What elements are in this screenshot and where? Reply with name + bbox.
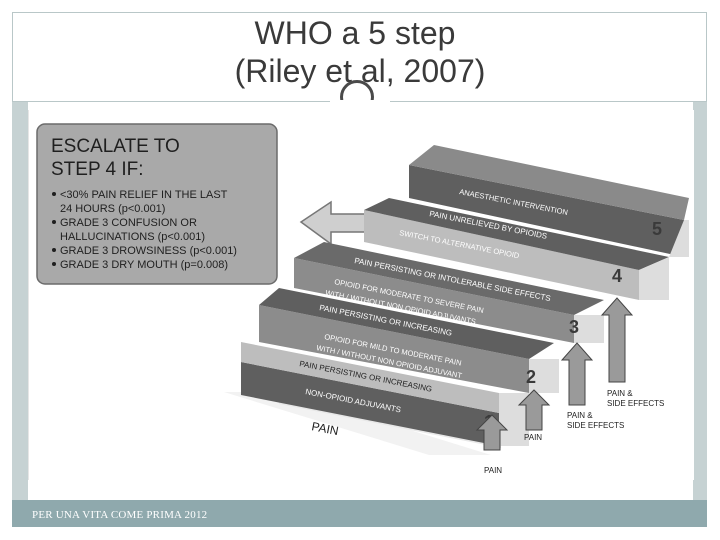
- step2-tread: [259, 288, 554, 359]
- step3-riser: [294, 258, 574, 343]
- step4-riser: [364, 210, 639, 300]
- step1-riser: [241, 362, 499, 446]
- bullet-dot: [52, 262, 56, 266]
- arrow-4-label-1: PAIN &: [607, 389, 633, 398]
- step4-side: [639, 257, 669, 300]
- arrow-2-label: PAIN: [524, 433, 542, 442]
- step-number-5: 5: [652, 219, 662, 239]
- step-number-4: 4: [612, 266, 622, 286]
- step-number-3: 3: [569, 317, 579, 337]
- escalate-bullet-1-cont: 24 HOURS (p<0.001): [60, 203, 165, 215]
- up-arrow-1-icon: [475, 414, 509, 451]
- step-number-2: 2: [526, 367, 536, 387]
- footer-text: PER UNA VITA COME PRIMA 2012: [32, 509, 208, 521]
- footer-bar: [12, 500, 707, 527]
- step5-riser: [409, 165, 684, 257]
- step3-side: [574, 315, 604, 343]
- escalate-bullet-2-cont: HALLUCINATIONS (p<0.001): [60, 231, 205, 243]
- base-label: PAIN: [310, 419, 339, 438]
- arrow-3-label-2: SIDE EFFECTS: [567, 421, 624, 430]
- step1-side: [499, 393, 529, 446]
- ladder-svg: ESCALATE TO STEP 4 IF: <30% PAIN RELIEF …: [36, 123, 689, 475]
- bullet-dot: [52, 192, 56, 196]
- base-floor: [224, 392, 491, 455]
- escalate-box-bg: [36, 123, 278, 285]
- step4-tread: [364, 198, 669, 270]
- arrow-3-label-1: PAIN &: [567, 411, 593, 420]
- right-band: [693, 102, 707, 500]
- escalate-arrow-icon: [299, 200, 370, 246]
- arrow-1-label: PAIN: [484, 466, 502, 475]
- bullet-dot: [52, 220, 56, 224]
- title-line-1: WHO a 5 step: [254, 15, 456, 51]
- step5-tread: [409, 145, 689, 220]
- arrow-4-label-2: SIDE EFFECTS: [607, 399, 664, 408]
- up-arrow-3-icon: [560, 342, 594, 406]
- step2-side: [529, 359, 559, 393]
- up-arrow-4-icon: [600, 297, 634, 383]
- staircase: PAIN NON-OPIOID ADJUVANTS PAIN PERSISTIN…: [224, 145, 689, 455]
- up-arrows: PAIN PAIN PAIN & SIDE EFFECTS PAIN & SID…: [475, 297, 664, 475]
- step2-riser: [259, 305, 529, 393]
- step1-tread: [241, 342, 499, 413]
- bullet-dot: [52, 248, 56, 252]
- who-ladder-figure: ESCALATE TO STEP 4 IF: <30% PAIN RELIEF …: [28, 110, 694, 480]
- escalate-heading-2: STEP 4 IF:: [51, 159, 144, 180]
- escalate-bullet-1: <30% PAIN RELIEF IN THE LAST: [60, 189, 228, 201]
- step5-side: [669, 220, 689, 257]
- slide-title: WHO a 5 step (Riley et al, 2007): [0, 14, 720, 90]
- left-band: [12, 102, 28, 500]
- escalate-heading-1: ESCALATE TO: [51, 136, 180, 157]
- step3-tread: [294, 242, 604, 315]
- up-arrow-2-icon: [517, 389, 551, 431]
- escalate-bullet-4: GRADE 3 DRY MOUTH (p=0.008): [60, 259, 228, 271]
- escalate-bullet-3: GRADE 3 DROWSINESS (p<0.001): [60, 245, 237, 257]
- escalate-box: ESCALATE TO STEP 4 IF: <30% PAIN RELIEF …: [36, 123, 278, 285]
- escalate-bullet-2: GRADE 3 CONFUSION OR: [60, 217, 197, 229]
